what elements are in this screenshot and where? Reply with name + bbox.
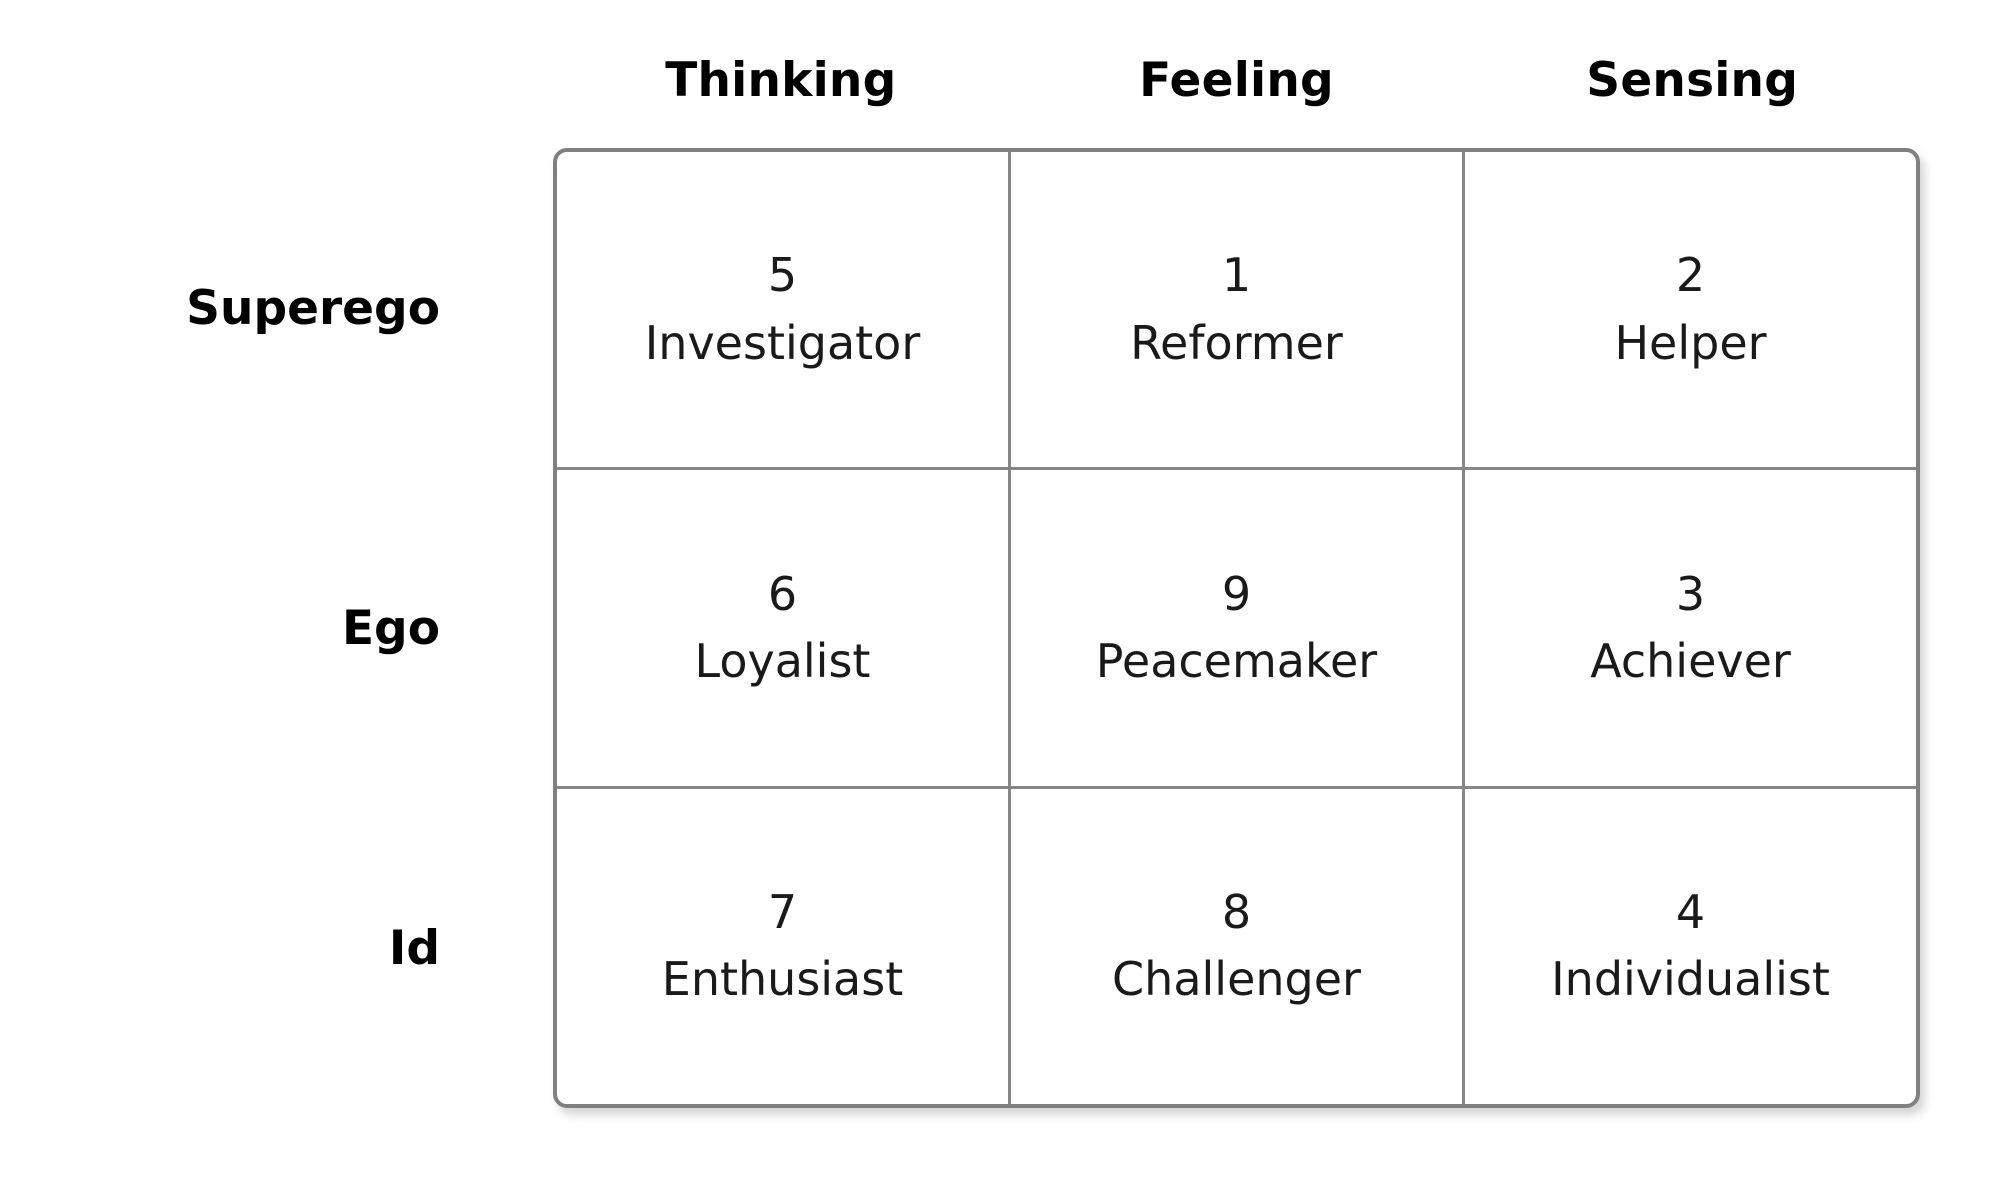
cell-number: 1 bbox=[1221, 248, 1252, 303]
cell-ego-sensing: 3 Achiever bbox=[1465, 470, 1916, 785]
row-label-superego: Superego bbox=[60, 148, 440, 468]
table-row: 5 Investigator 1 Reformer 2 Helper bbox=[557, 152, 1916, 471]
cell-number: 7 bbox=[767, 884, 798, 939]
cell-superego-thinking: 5 Investigator bbox=[557, 152, 1011, 468]
cell-id-sensing: 4 Individualist bbox=[1465, 789, 1916, 1104]
cell-name: Peacemaker bbox=[1095, 633, 1378, 688]
table-row: 6 Loyalist 9 Peacemaker 3 Achiever bbox=[557, 470, 1916, 789]
cell-name: Enthusiast bbox=[661, 952, 904, 1007]
cell-name: Reformer bbox=[1130, 315, 1343, 370]
cell-ego-thinking: 6 Loyalist bbox=[557, 470, 1011, 786]
cell-id-feeling: 8 Challenger bbox=[1011, 788, 1465, 1104]
cell-superego-feeling: 1 Reformer bbox=[1011, 152, 1465, 468]
row-label-id: Id bbox=[60, 788, 440, 1108]
cell-superego-sensing: 2 Helper bbox=[1465, 152, 1916, 467]
row-label-ego-text: Ego bbox=[341, 600, 440, 656]
cell-name: Investigator bbox=[644, 315, 921, 370]
column-header-sensing: Sensing bbox=[1464, 40, 1920, 120]
row-label-id-text: Id bbox=[388, 920, 440, 976]
cell-number: 2 bbox=[1675, 248, 1706, 303]
cell-number: 6 bbox=[767, 566, 798, 621]
cell-number: 3 bbox=[1675, 566, 1706, 621]
row-label-ego: Ego bbox=[60, 468, 440, 788]
matrix-grid: 5 Investigator 1 Reformer 2 Helper 6 Loy… bbox=[557, 152, 1916, 1104]
table-row: 7 Enthusiast 8 Challenger 4 Individualis… bbox=[557, 788, 1916, 1104]
column-header-thinking-label: Thinking bbox=[665, 52, 897, 108]
cell-number: 4 bbox=[1675, 884, 1706, 939]
cell-name: Individualist bbox=[1551, 952, 1830, 1007]
cell-number: 9 bbox=[1221, 566, 1252, 621]
column-header-feeling: Feeling bbox=[1009, 40, 1465, 120]
column-header-feeling-label: Feeling bbox=[1139, 52, 1334, 108]
cell-name: Challenger bbox=[1112, 952, 1361, 1007]
cell-name: Helper bbox=[1614, 315, 1767, 370]
column-header-sensing-label: Sensing bbox=[1586, 52, 1799, 108]
row-label-column: Superego Ego Id bbox=[60, 148, 440, 1108]
cell-name: Achiever bbox=[1590, 633, 1791, 688]
cell-name: Loyalist bbox=[694, 633, 871, 688]
cell-ego-feeling: 9 Peacemaker bbox=[1011, 470, 1465, 786]
matrix-table: 5 Investigator 1 Reformer 2 Helper 6 Loy… bbox=[553, 148, 1920, 1108]
column-header-row: Thinking Feeling Sensing bbox=[553, 40, 1920, 120]
cell-id-thinking: 7 Enthusiast bbox=[557, 788, 1011, 1104]
cell-number: 8 bbox=[1221, 884, 1252, 939]
cell-number: 5 bbox=[767, 248, 798, 303]
row-label-superego-text: Superego bbox=[186, 280, 440, 336]
column-header-thinking: Thinking bbox=[553, 40, 1009, 120]
